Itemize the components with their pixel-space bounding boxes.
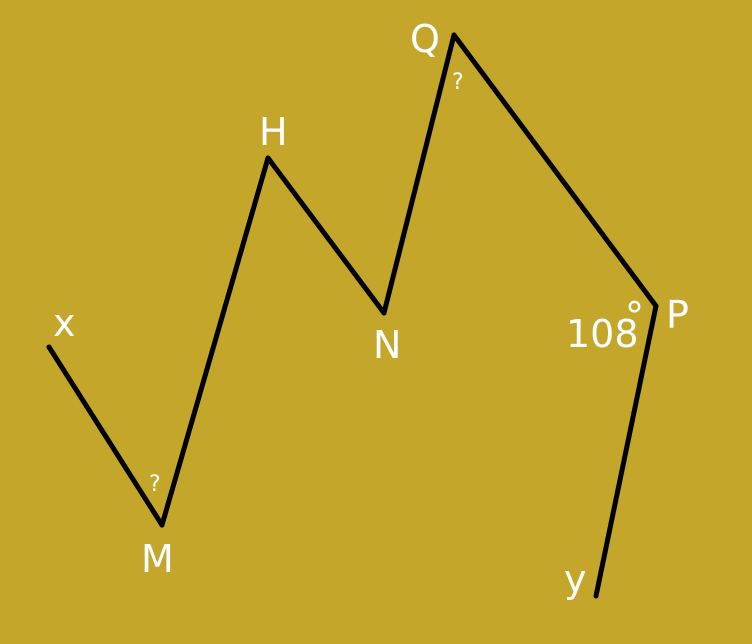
degree-symbol-P: °	[625, 294, 644, 338]
segment-Py	[593, 303, 659, 599]
point-label-P: P	[666, 293, 689, 337]
segment-NQ	[381, 32, 457, 316]
point-label-H: H	[259, 110, 288, 154]
point-label-Q: Q	[410, 17, 440, 61]
angle-label-Q: ?	[452, 70, 464, 95]
segment-QP	[451, 32, 659, 309]
point-label-M: M	[141, 537, 174, 581]
segment-MH	[159, 155, 271, 528]
point-label-y: y	[564, 557, 587, 601]
angle-label-P: 108	[566, 312, 639, 356]
segment-xM	[46, 344, 165, 528]
segment-HN	[265, 155, 387, 316]
point-label-x: x	[53, 301, 76, 345]
angle-label-M: ?	[149, 472, 161, 497]
point-label-N: N	[373, 323, 401, 367]
